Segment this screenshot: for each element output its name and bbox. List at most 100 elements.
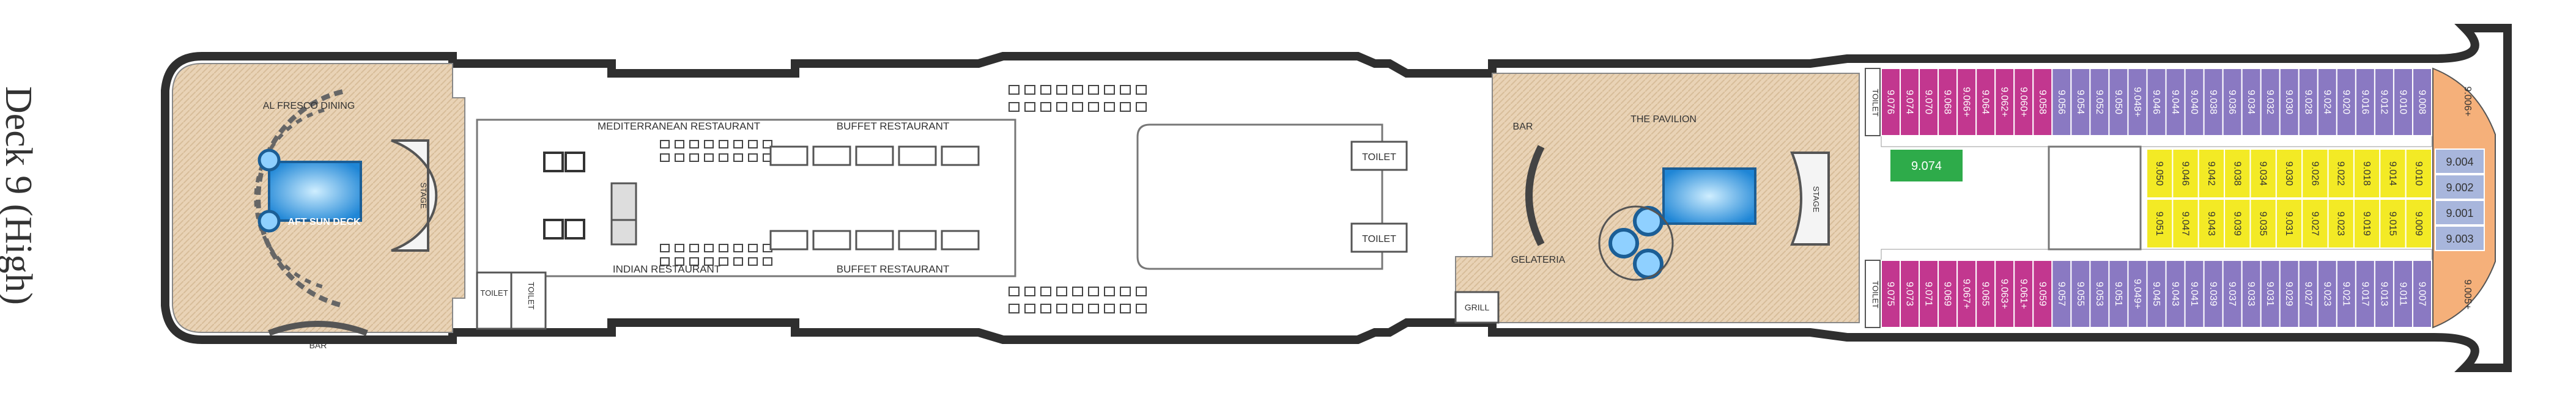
bottom-row-cabin-number: 9.051 — [2113, 282, 2123, 306]
top-row-cabin — [2032, 68, 2053, 136]
label-toilet-aft-2: TOILET — [527, 282, 536, 309]
fwd-jacuzzi-2 — [1633, 206, 1664, 236]
bottom-row-cabin — [2146, 260, 2167, 328]
label-bar-fwd: BAR — [1513, 122, 1533, 132]
top-row-cabin-number: 9.076 — [1886, 90, 1896, 114]
dining-table — [1009, 287, 1020, 296]
label-toilet-fwd-top: TOILET — [1871, 89, 1880, 116]
bow-suite — [2435, 174, 2485, 200]
top-row-cabin-number: 9.012 — [2378, 90, 2389, 114]
top-row-cabin-number: 9.056 — [2056, 90, 2067, 114]
top-row-cabin — [2374, 68, 2394, 136]
dining-table — [1072, 287, 1083, 296]
top-row-cabin-number: 9.066+ — [1961, 87, 1972, 117]
bottom-row-cabin-number: 9.057 — [2056, 282, 2067, 306]
bottom-row-cabin — [2013, 260, 2034, 328]
dining-table — [1056, 304, 1067, 313]
inner-top-cabin — [2275, 148, 2303, 199]
dining-table — [660, 140, 670, 148]
bow-suite-number: 9.001 — [2446, 207, 2473, 219]
inner-top-cabin-number: 9.042 — [2206, 161, 2216, 186]
top-row-cabin — [2203, 68, 2224, 136]
bottom-row-cabin-number: 9.053 — [2094, 282, 2104, 306]
dining-table — [675, 257, 684, 266]
bow-suite — [2435, 200, 2485, 225]
inner-top-cabin — [2379, 148, 2407, 199]
bottom-row-cabin-number: 9.037 — [2227, 282, 2237, 306]
bow-suite-number: 9.002 — [2446, 181, 2473, 194]
accessible-cabin — [1889, 148, 1964, 183]
bottom-row-cabin-number: 9.045 — [2151, 282, 2161, 306]
dining-table — [1072, 304, 1083, 313]
bottom-row-cabin-number: 9.065 — [1980, 282, 1991, 306]
top-row-cabin-number: 9.052 — [2094, 90, 2104, 114]
dining-table — [1104, 102, 1115, 112]
dining-table — [1136, 85, 1147, 95]
bottom-row-cabin-number: 9.075 — [1886, 282, 1896, 306]
inner-top-cabin — [2197, 148, 2226, 199]
dining-table — [704, 153, 714, 162]
label-al-fresco: AL FRESCO DINING — [263, 101, 355, 111]
bottom-row-cabin-number: 9.023 — [2322, 282, 2332, 306]
inner-top-cabin — [2172, 148, 2199, 199]
dining-table — [1024, 304, 1035, 313]
top-row-cabin — [1994, 68, 2015, 136]
aft-stage — [391, 139, 438, 252]
label-indian: INDIAN RESTAURANT — [613, 263, 720, 275]
top-row-cabin-number: 9.074 — [1904, 90, 1915, 114]
dining-table — [689, 140, 699, 148]
toilet-aft-1 — [476, 271, 513, 330]
lift-aft-3 — [543, 219, 564, 240]
inner-bottom-cabin-number: 9.027 — [2309, 211, 2320, 236]
dining-table — [1009, 85, 1020, 95]
dining-table — [1136, 304, 1147, 313]
buffet-counters — [769, 145, 980, 251]
aft-jacuzzi-1 — [257, 148, 281, 172]
inner-top-cabin-number: 9.030 — [2284, 161, 2294, 186]
cabin-stair-area — [2048, 145, 2142, 251]
dining-table — [675, 153, 684, 162]
top-row-cabin-number: 9.062+ — [1999, 87, 2010, 117]
top-row-cabin-number: 9.028 — [2303, 90, 2313, 114]
bottom-row-cabin-number: 9.063+ — [1999, 279, 2010, 309]
top-row-cabin — [2146, 68, 2167, 136]
fwd-jacuzzi-1 — [1608, 228, 1639, 258]
top-row-cabin — [2298, 68, 2319, 136]
top-row-cabin-number: 9.020 — [2341, 90, 2351, 114]
bottom-row-cabin — [1975, 260, 1996, 328]
top-row-cabin-number: 9.068 — [1942, 90, 1953, 114]
inner-top-cabin-number: 9.022 — [2336, 161, 2346, 186]
label-buffet-bottom: BUFFET RESTAURANT — [837, 263, 950, 275]
top-row-cabin-number: 9.048+ — [2132, 87, 2142, 117]
bottom-row-cabin-number: 9.069 — [1942, 282, 1953, 306]
inner-bottom-cabin-number: 9.015 — [2387, 211, 2397, 236]
dining-table — [719, 257, 728, 266]
dining-table — [748, 257, 758, 266]
top-row-cabin — [2051, 68, 2072, 136]
bow-bottom-suite-number: 9.005+ — [2462, 279, 2473, 309]
bottom-row-cabin-number: 9.027 — [2303, 282, 2313, 306]
bottom-row-cabin — [1881, 260, 1901, 328]
bottom-row-cabin-number: 9.067+ — [1961, 279, 1972, 309]
dining-table — [704, 244, 714, 252]
pavilion-wood-deck — [1455, 73, 1860, 323]
top-row-cabin — [1900, 68, 1920, 136]
dining-table — [1120, 304, 1131, 313]
bottom-row-cabin — [2165, 260, 2186, 328]
inner-bottom-cabin-number: 9.043 — [2206, 211, 2216, 236]
top-row-cabin — [2165, 68, 2186, 136]
fwd-pool — [1662, 167, 1756, 225]
bow-top-suite-number: 9.006+ — [2462, 86, 2473, 116]
fwd-stage — [1790, 152, 1830, 246]
inner-bottom-cabin-number: 9.019 — [2361, 211, 2372, 236]
inner-top-cabin-number: 9.046 — [2180, 161, 2191, 186]
bow-suite — [2435, 225, 2485, 251]
inner-top-cabin-number: 9.034 — [2258, 161, 2268, 186]
dining-tables — [660, 85, 1147, 313]
dining-table — [1009, 304, 1020, 313]
aft-bar — [268, 321, 368, 336]
dining-table — [689, 153, 699, 162]
dining-table — [733, 153, 743, 162]
